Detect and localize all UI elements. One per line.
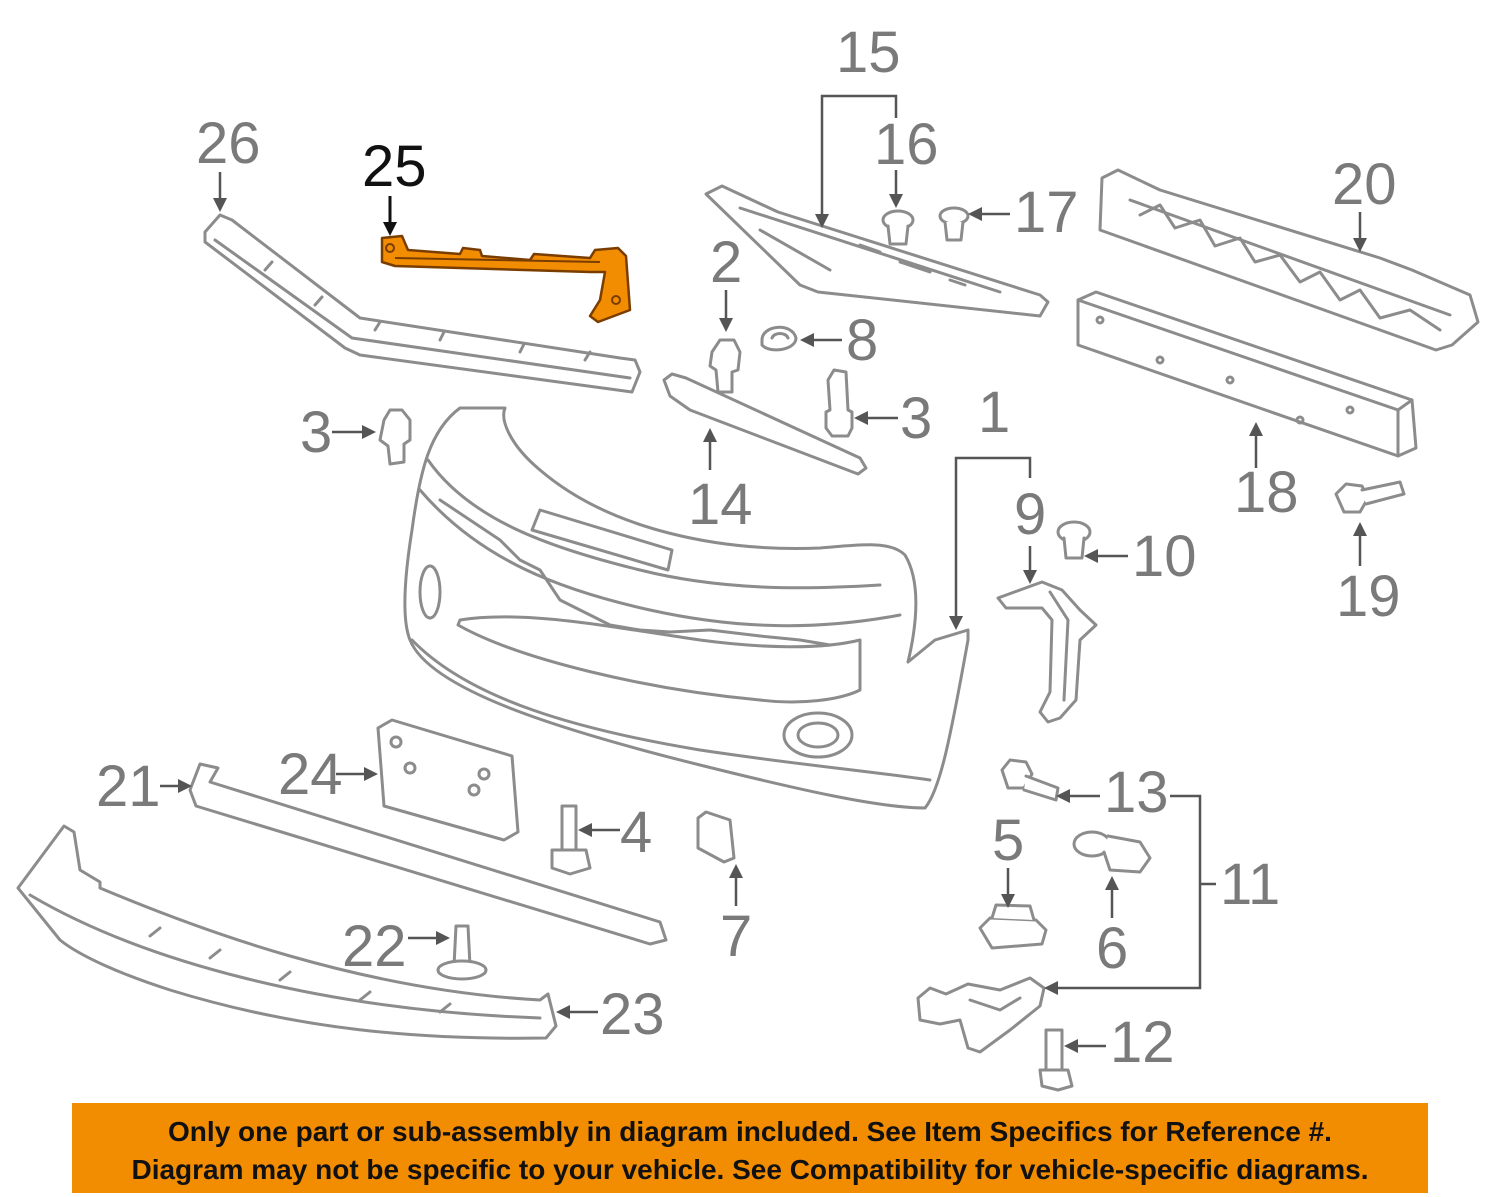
callout-1: 1 xyxy=(978,380,1010,445)
part-22-pin xyxy=(436,924,488,981)
part-13-bolt xyxy=(1000,758,1060,802)
part-14-grille-trim xyxy=(662,372,868,476)
callout-20: 20 xyxy=(1332,152,1397,217)
callout-8: 8 xyxy=(846,308,878,373)
callout-5: 5 xyxy=(992,808,1024,873)
callout-21: 21 xyxy=(96,754,161,819)
callout-11: 11 xyxy=(1220,852,1280,917)
part-4-bolt xyxy=(550,804,592,876)
part-1-bumper-cover xyxy=(403,406,970,810)
part-6-bolt xyxy=(1072,830,1152,874)
callout-4: 4 xyxy=(620,800,652,865)
callout-3-right: 3 xyxy=(900,386,932,451)
callout-7: 7 xyxy=(720,904,752,969)
part-26-trim-strip xyxy=(203,213,642,394)
callout-22: 22 xyxy=(342,914,407,979)
leader-lines xyxy=(160,94,1367,1053)
part-25-bracket-highlighted xyxy=(380,234,632,324)
part-3-retainer-left xyxy=(378,408,412,466)
part-25-shape xyxy=(380,234,632,324)
part-19-bolt xyxy=(1334,480,1406,514)
part-12-bolt xyxy=(1038,1028,1074,1092)
callout-18: 18 xyxy=(1234,460,1299,525)
part-5-clip xyxy=(978,903,1048,950)
part-24-license-plate-bracket xyxy=(376,718,520,842)
callout-10: 10 xyxy=(1132,524,1197,589)
part-23-lower-valance xyxy=(16,824,558,1040)
part-17-pin xyxy=(938,206,970,242)
part-15-upper-brace xyxy=(704,184,1050,318)
callout-15: 15 xyxy=(836,20,901,85)
notice-line-1: Only one part or sub-assembly in diagram… xyxy=(168,1116,1332,1147)
callout-17: 17 xyxy=(1014,180,1079,245)
part-9-bracket xyxy=(996,580,1098,724)
callout-3-left: 3 xyxy=(300,400,332,465)
callout-12: 12 xyxy=(1110,1010,1175,1075)
part-11-bracket xyxy=(916,976,1046,1054)
callout-23: 23 xyxy=(600,982,665,1047)
part-3-retainer-right xyxy=(824,368,854,438)
callout-24: 24 xyxy=(278,742,343,807)
part-21-lower-strip xyxy=(188,762,668,946)
callout-2: 2 xyxy=(710,230,742,295)
callout-19: 19 xyxy=(1336,564,1401,629)
callout-9: 9 xyxy=(1014,482,1046,547)
callout-labels: 26 25 15 16 17 20 2 8 3 3 1 14 18 9 10 1… xyxy=(96,20,1401,1075)
callout-16: 16 xyxy=(874,112,939,177)
callout-26: 26 xyxy=(196,111,261,176)
callout-25: 25 xyxy=(362,134,427,199)
callout-6: 6 xyxy=(1096,916,1128,981)
part-18-impact-bar xyxy=(1076,290,1418,458)
notice-line-2: Diagram may not be specific to your vehi… xyxy=(131,1154,1369,1185)
part-7-clip xyxy=(696,810,736,864)
part-10-pin xyxy=(1056,520,1092,560)
callout-13: 13 xyxy=(1104,760,1169,825)
part-20-energy-absorber xyxy=(1098,168,1480,352)
callout-14: 14 xyxy=(688,472,753,537)
part-16-pin xyxy=(881,209,915,246)
part-2-retainer xyxy=(708,338,742,394)
part-8-clip xyxy=(760,325,798,352)
notice-banner: Only one part or sub-assembly in diagram… xyxy=(72,1103,1428,1193)
